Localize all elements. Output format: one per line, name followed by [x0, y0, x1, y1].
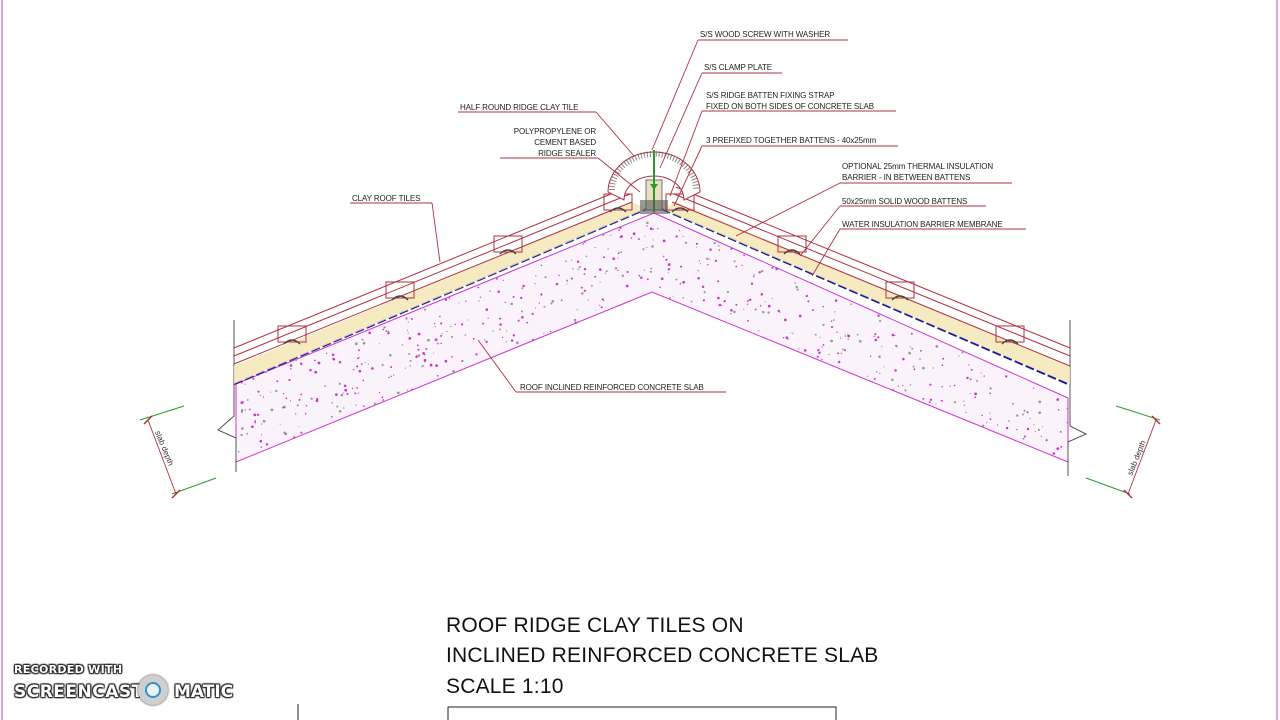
watermark-recorded-with: RECORDED WITH [14, 663, 123, 676]
slab-depth-label-left: slab depth [153, 429, 175, 467]
title-block-frame [297, 704, 837, 720]
slab-depth-dimension-left [139, 405, 217, 499]
label-concrete-slab: ROOF INCLINED REINFORCED CONCRETE SLAB [520, 383, 704, 392]
slab-depth-dimension-right [1085, 405, 1161, 499]
label-fixing-strap-2: FIXED ON BOTH SIDES OF CONCRETE SLAB [706, 102, 874, 111]
half-round-ridge-tile [607, 150, 701, 214]
insulation-layer [234, 202, 1070, 384]
label-clamp-plate: S/S CLAMP PLATE [704, 63, 772, 72]
label-battens-3: 3 PREFIXED TOGETHER BATTENS - 40x25mm [706, 136, 877, 145]
wood-battens [277, 193, 1025, 345]
leader-lines [350, 39, 1026, 393]
watermark-brand-left: SCREENCAST [14, 682, 144, 702]
title-line-1: ROOF RIDGE CLAY TILES ON [446, 614, 744, 637]
concrete-speckles [237, 221, 1069, 455]
label-insulation-1: OPTIONAL 25mm THERMAL INSULATION [842, 162, 993, 171]
label-wood-screw: S/S WOOD SCREW WITH WASHER [700, 30, 830, 39]
title-scale: SCALE 1:10 [446, 675, 564, 698]
label-sealer-2: CEMENT BASED [534, 138, 596, 147]
screencast-logo-icon [138, 675, 168, 705]
label-membrane: WATER INSULATION BARRIER MEMBRANE [842, 220, 1003, 229]
label-fixing-strap-1: S/S RIDGE BATTEN FIXING STRAP [706, 91, 835, 100]
label-sealer-1: POLYPROPYLENE OR [514, 127, 597, 136]
label-half-round-ridge: HALF ROUND RIDGE CLAY TILE [460, 103, 578, 112]
label-clay-roof-tiles: CLAY ROOF TILES [352, 194, 420, 203]
title-line-2: INCLINED REINFORCED CONCRETE SLAB [446, 644, 879, 667]
clay-roof-tiles [233, 186, 1071, 367]
watermark-brand-right: MATIC [174, 682, 234, 702]
concrete-slab [235, 212, 1069, 463]
label-insulation-2: BARRIER - IN BETWEEN BATTENS [842, 173, 970, 182]
label-solid-battens: 50x25mm SOLID WOOD BATTENS [842, 197, 967, 206]
label-sealer-3: RIDGE SEALER [538, 149, 596, 158]
